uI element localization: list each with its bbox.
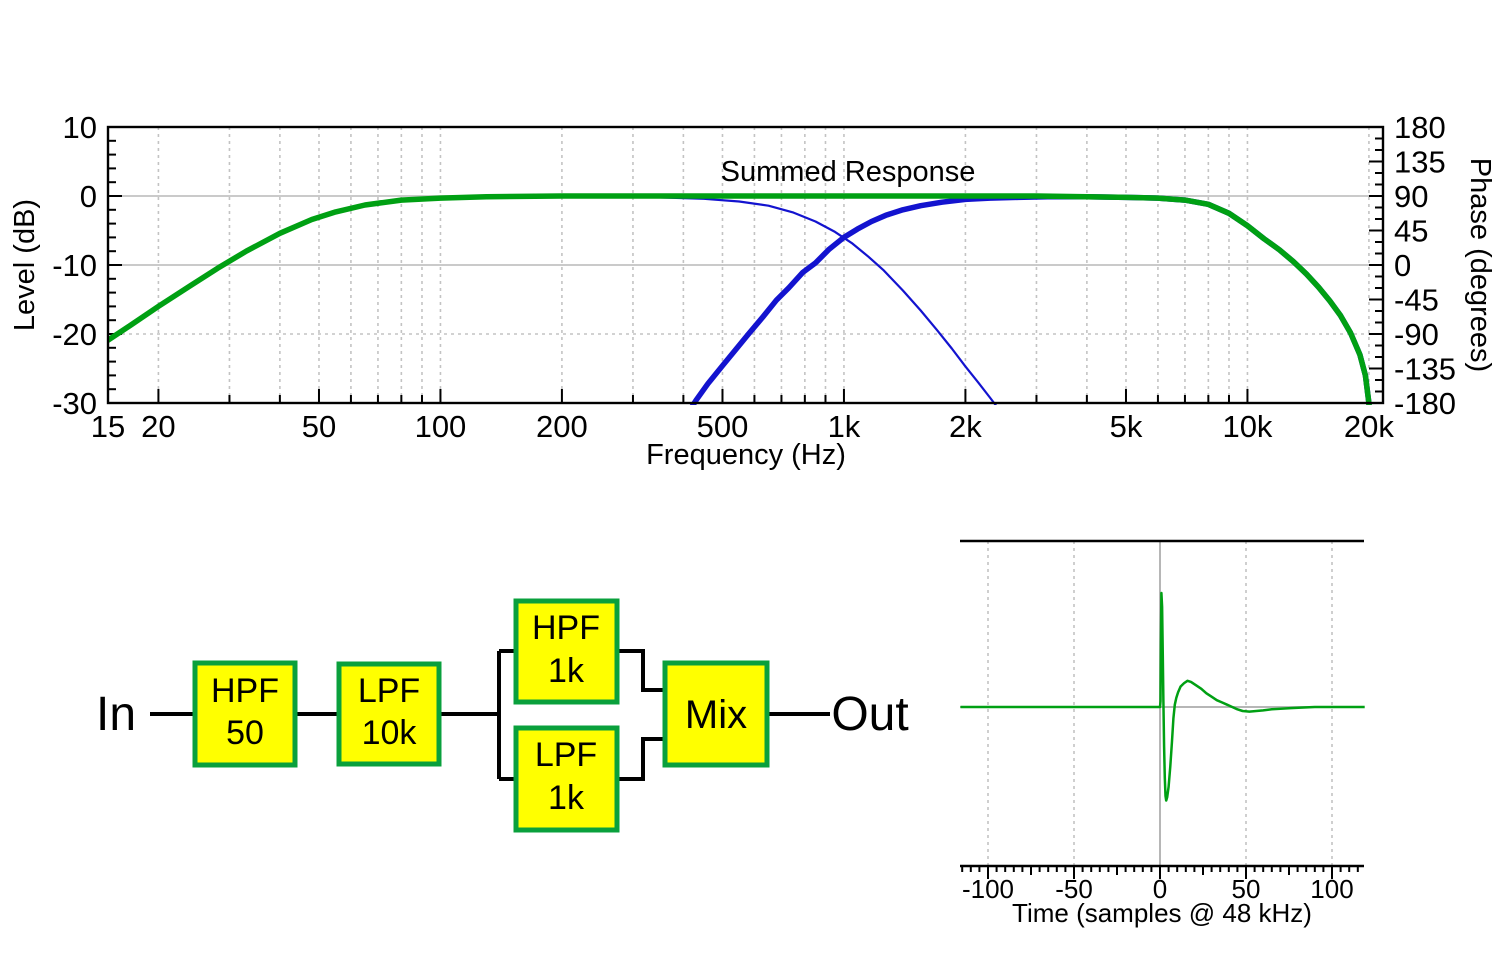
level-tick-label: -30 bbox=[52, 386, 97, 421]
x-tick-label: 100 bbox=[415, 409, 467, 444]
mix-box bbox=[662, 660, 770, 768]
time-tick-label: -100 bbox=[962, 874, 1014, 904]
phase-tick-label: -45 bbox=[1394, 283, 1439, 318]
impulse-chart-curve bbox=[960, 591, 1365, 802]
phase-tick-label: -180 bbox=[1394, 386, 1456, 421]
hpf-1k-label-line2: 1k bbox=[548, 652, 585, 690]
frequency-chart-plot-border bbox=[106, 125, 1385, 405]
x-tick-label: 2k bbox=[949, 409, 982, 444]
mix-label: Mix bbox=[685, 693, 747, 737]
lpf-10k-label-line2: 10k bbox=[362, 714, 418, 752]
input-label: In bbox=[96, 688, 136, 741]
phase-tick-label: 135 bbox=[1394, 145, 1446, 180]
x-tick-label: 10k bbox=[1222, 409, 1272, 444]
x-tick-label: 20 bbox=[141, 409, 175, 444]
hpf-50-label-line2: 50 bbox=[226, 714, 264, 752]
lpf-10k-label-line1: LPF bbox=[358, 672, 420, 710]
summed-response-annotation: Summed Response bbox=[721, 156, 976, 188]
impulse-chart-tick-labels: -100 -50 0 50 100 bbox=[962, 874, 1354, 904]
lpf-1k-box bbox=[513, 725, 620, 833]
hpf-1k-label-line1: HPF bbox=[532, 609, 600, 647]
hpf-1k-box bbox=[513, 598, 620, 705]
phase-tick-label: 180 bbox=[1394, 110, 1446, 145]
level-tick-label: 10 bbox=[63, 110, 97, 145]
level-tick-label: -20 bbox=[52, 317, 97, 352]
time-tick-label: 50 bbox=[1232, 874, 1261, 904]
output-label: Out bbox=[831, 688, 908, 741]
x-tick-label: 50 bbox=[302, 409, 336, 444]
level-tick-label: -10 bbox=[52, 248, 97, 283]
x-tick-label: 200 bbox=[536, 409, 588, 444]
crossover-block-diagram: HPF 50 LPF 10k HPF 1k LPF 1k Mix In Out bbox=[96, 598, 909, 833]
time-tick-label: 100 bbox=[1310, 874, 1353, 904]
phase-tick-label: 45 bbox=[1394, 214, 1428, 249]
connector-lpf1k-to-mix bbox=[617, 737, 665, 781]
level-tick-label: 0 bbox=[80, 179, 97, 214]
phase-tick-label: 0 bbox=[1394, 248, 1411, 283]
time-axis-title: Time (samples @ 48 kHz) bbox=[1012, 898, 1312, 928]
level-axis-title: Level (dB) bbox=[9, 199, 41, 331]
phase-tick-label: -135 bbox=[1394, 352, 1456, 387]
time-tick-label: 0 bbox=[1153, 874, 1167, 904]
lpf-1k-label-line1: LPF bbox=[535, 736, 597, 774]
curve-impulse-response bbox=[960, 591, 1365, 802]
x-tick-label: 20k bbox=[1344, 409, 1394, 444]
frequency-chart-ticks bbox=[108, 137, 1383, 403]
time-tick-label: -50 bbox=[1055, 874, 1093, 904]
impulse-chart-ticks bbox=[961, 866, 1359, 879]
connector-hpf1k-to-mix bbox=[617, 649, 665, 692]
lpf-1k-label-line2: 1k bbox=[548, 779, 585, 817]
x-tick-label: 5k bbox=[1110, 409, 1143, 444]
frequency-chart-curves bbox=[108, 193, 1372, 405]
phase-tick-label: 90 bbox=[1394, 179, 1428, 214]
x-tick-label: 15 bbox=[91, 409, 125, 444]
x-tick-label: 1k bbox=[828, 409, 861, 444]
phase-axis-title: Phase (degrees) bbox=[1464, 158, 1496, 372]
hpf-50-label-line1: HPF bbox=[211, 672, 279, 710]
lpf-10k-box bbox=[336, 661, 442, 767]
x-tick-label: 500 bbox=[697, 409, 749, 444]
phase-tick-label: -90 bbox=[1394, 317, 1439, 352]
hpf-50-box bbox=[192, 660, 298, 768]
curve-summed-response bbox=[108, 193, 1372, 405]
frequency-axis-title: Frequency (Hz) bbox=[646, 439, 846, 471]
